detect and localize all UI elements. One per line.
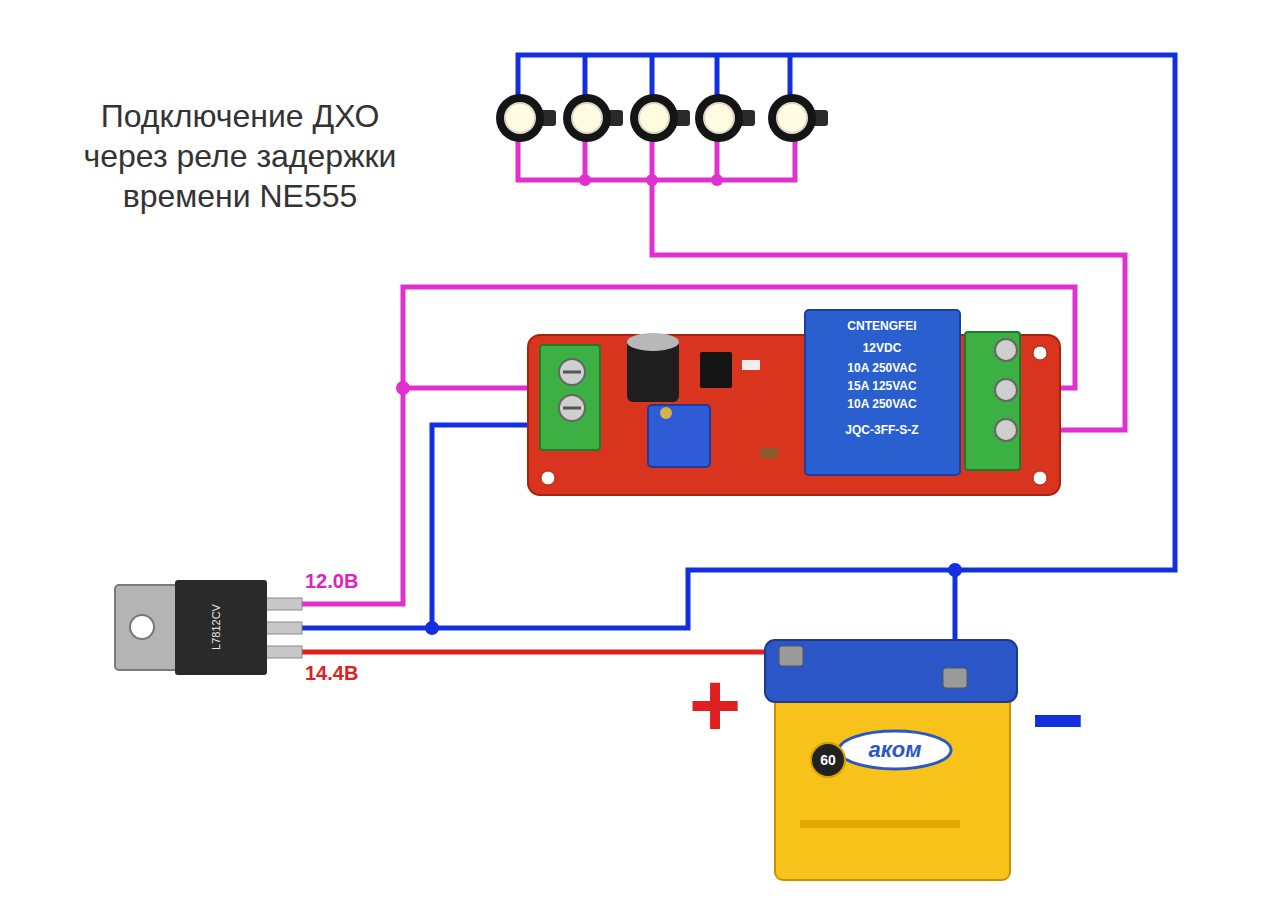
trimmer-pot: [648, 405, 710, 467]
diagram-title: Подключение ДХО через реле задержки врем…: [60, 96, 420, 216]
junction-dot: [646, 174, 658, 186]
led-lamp: [695, 94, 755, 142]
screw-slot: [563, 371, 581, 374]
ground-wire: [432, 425, 540, 628]
led-lamps: [496, 94, 828, 142]
supply-14v-wire: [300, 650, 790, 655]
led-plus-wire: [518, 140, 795, 180]
regulator-body: [175, 580, 267, 675]
battery-stripe: [800, 820, 960, 828]
trimmer-screw: [660, 407, 672, 419]
junction-dot: [396, 381, 410, 395]
screw-slot: [563, 407, 581, 410]
junction-dot: [711, 174, 723, 186]
voltage-label: 14.4В: [305, 662, 358, 685]
plus-terminal: [779, 646, 803, 666]
brand-oval: [839, 731, 951, 769]
led-lamp: [496, 94, 556, 142]
ground-wire: [300, 55, 1175, 628]
terminal-screw: [559, 395, 585, 421]
battery-case: [775, 690, 1010, 880]
relay-marking: 10A 250VAC: [847, 397, 916, 411]
terminal-screw: [559, 359, 585, 385]
regulator-pin: [265, 598, 302, 610]
relay-marking: 15A 125VAC: [847, 379, 916, 393]
polarity-sign: +: [689, 660, 742, 750]
led-body: [768, 94, 816, 142]
relay-module: [528, 310, 1060, 495]
led-lens: [572, 103, 602, 133]
battery-lid: [765, 640, 1017, 702]
relay-marking: 12VDC: [863, 341, 902, 355]
brand-name: аком: [868, 737, 921, 763]
relay-marking: JQC-3FF-S-Z: [845, 423, 918, 437]
regulator-pin: [265, 646, 302, 658]
input-terminal: [540, 345, 600, 450]
led-lens: [639, 103, 669, 133]
wires: [300, 55, 1175, 672]
part-number: L7812CV: [210, 604, 222, 650]
relay-marking: CNTENGFEI: [847, 319, 916, 333]
mount-hole: [541, 471, 555, 485]
timer-chip: [700, 352, 732, 388]
battery: [765, 640, 1017, 880]
regulator-pin: [265, 622, 302, 634]
led-lens: [704, 103, 734, 133]
led-lens: [505, 103, 535, 133]
terminal-screw: [995, 339, 1017, 361]
terminal-screw: [995, 379, 1017, 401]
junction-dot: [425, 621, 439, 635]
led-lamp: [563, 94, 623, 142]
capacity-number: 60: [820, 752, 836, 768]
led-body: [695, 94, 743, 142]
led-lamp: [768, 94, 828, 142]
led-body: [563, 94, 611, 142]
led-body: [630, 94, 678, 142]
relay-body: [805, 310, 960, 475]
junction-dot: [948, 563, 962, 577]
led-lens: [777, 103, 807, 133]
ground-wire: [585, 55, 790, 95]
terminal-screw: [995, 419, 1017, 441]
capacitor-top: [627, 333, 679, 351]
voltage-regulator: [115, 580, 302, 675]
voltage-label: 12.0В: [305, 570, 358, 593]
led-lamp: [630, 94, 690, 142]
mount-hole: [1033, 346, 1047, 360]
regulator-hole: [130, 615, 154, 639]
junctions: [396, 174, 962, 635]
capacity-badge: [811, 743, 845, 777]
output-terminal: [965, 332, 1020, 470]
relay-marking: 10A 250VAC: [847, 361, 916, 375]
smd-part: [760, 448, 778, 458]
regulator-tab: [115, 585, 180, 670]
minus-terminal: [943, 668, 967, 688]
polarity-sign: -: [1028, 662, 1088, 762]
supply-12v-wire: [300, 287, 1075, 604]
supply-12v-wire: [403, 386, 540, 391]
smd-part: [742, 360, 760, 370]
mount-hole: [1033, 471, 1047, 485]
junction-dot: [579, 174, 591, 186]
led-body: [496, 94, 544, 142]
